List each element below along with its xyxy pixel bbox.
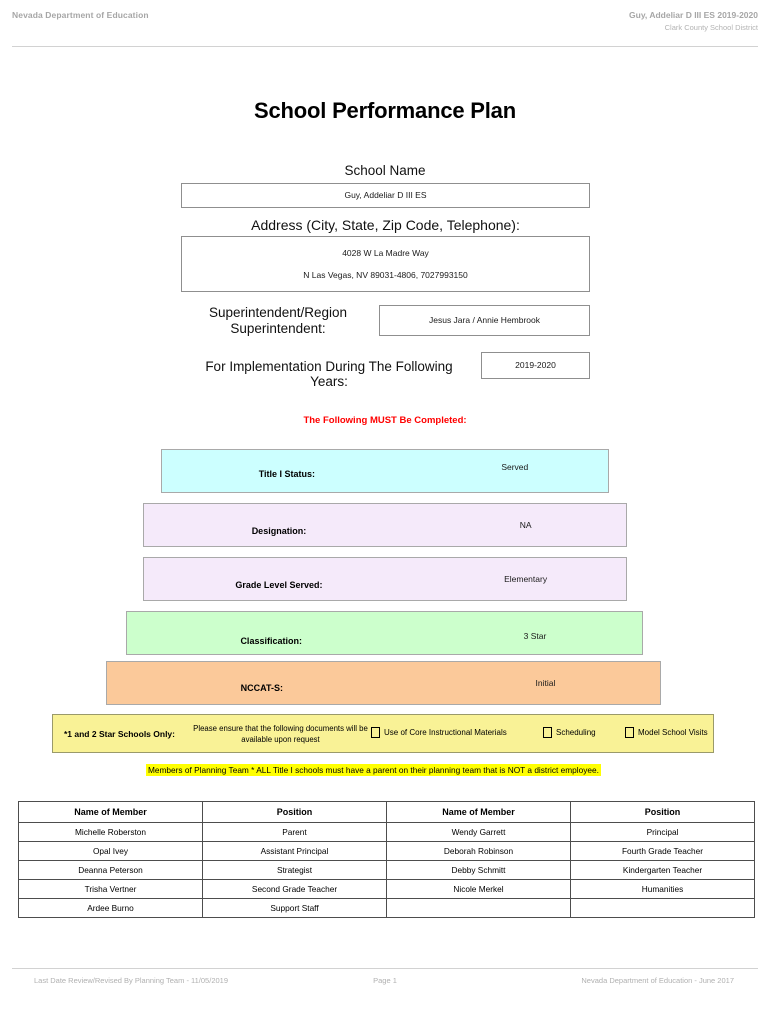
address-line-1: 4028 W La Madre Way <box>342 247 429 258</box>
status-bar-nccat-s[interactable]: NCCAT-S: Initial <box>106 661 661 705</box>
header-district-name: Clark County School District <box>664 23 758 32</box>
status-bar-designation-label: Designation: <box>251 526 307 536</box>
column-header-name-2: Name of Member <box>386 801 571 823</box>
page-title: School Performance Plan <box>254 98 516 123</box>
checkbox-scheduling[interactable]: Scheduling <box>543 727 596 738</box>
status-bar-classification-label: Classification: <box>240 636 302 646</box>
cell-name[interactable]: Trisha Vertner <box>18 879 203 899</box>
superintendent-label: Superintendent/Region Superintendent: <box>208 305 348 336</box>
footer-divider <box>12 968 758 969</box>
header-divider <box>12 46 758 47</box>
required-completion-notice: The Following MUST Be Completed: <box>303 415 467 426</box>
cell-name[interactable]: Nicole Merkel <box>386 879 571 899</box>
status-bar-designation-value: NA <box>519 520 532 530</box>
status-bar-grade-level[interactable]: Grade Level Served: Elementary <box>143 557 627 601</box>
address-field[interactable]: 4028 W La Madre Way N Las Vegas, NV 8903… <box>181 236 590 292</box>
school-name-value: Guy, Addeliar D III ES <box>344 190 427 201</box>
checkbox-scheduling-label: Scheduling <box>556 728 596 737</box>
table-body: Michelle Roberston Parent Wendy Garrett … <box>18 822 755 918</box>
column-header-position-1: Position <box>202 801 387 823</box>
status-bar-nccat-s-value: Initial <box>535 678 556 688</box>
implementation-years-value: 2019-2020 <box>515 360 556 371</box>
cell-name[interactable] <box>386 898 571 918</box>
cell-name[interactable]: Debby Schmitt <box>386 860 571 880</box>
star-schools-note: Please ensure that the following documen… <box>193 724 368 745</box>
address-line-2: N Las Vegas, NV 89031-4806, 7027993150 <box>303 269 468 280</box>
cell-position[interactable]: Second Grade Teacher <box>202 879 387 899</box>
cell-position[interactable]: Fourth Grade Teacher <box>570 841 755 861</box>
checkbox-icon[interactable] <box>371 727 380 738</box>
footer-last-revised: Last Date Review/Revised By Planning Tea… <box>34 976 229 985</box>
table-row[interactable]: Deanna Peterson Strategist Debby Schmitt… <box>18 860 755 880</box>
column-header-name-1: Name of Member <box>18 801 203 823</box>
checkbox-icon[interactable] <box>625 727 634 738</box>
cell-position[interactable]: Humanities <box>570 879 755 899</box>
star-schools-label: *1 and 2 Star Schools Only: <box>63 729 175 739</box>
header-agency-name: Nevada Department of Education <box>12 10 149 20</box>
cell-position[interactable]: Parent <box>202 822 387 842</box>
checkbox-icon[interactable] <box>543 727 552 738</box>
table-row[interactable]: Trisha Vertner Second Grade Teacher Nico… <box>18 879 755 899</box>
implementation-years-label: For Implementation During The Following … <box>205 359 453 389</box>
school-name-label: School Name <box>344 163 426 178</box>
footer-source: Nevada Department of Education - June 20… <box>581 976 734 985</box>
status-bar-grade-level-value: Elementary <box>504 574 548 584</box>
cell-position[interactable]: Support Staff <box>202 898 387 918</box>
cell-name[interactable]: Deborah Robinson <box>386 841 571 861</box>
status-bar-grade-level-label: Grade Level Served: <box>235 580 323 590</box>
superintendent-value: Jesus Jara / Annie Hembrook <box>428 315 541 326</box>
implementation-years-field[interactable]: 2019-2020 <box>481 352 590 379</box>
status-bar-title-i[interactable]: Title I Status: Served <box>161 449 609 493</box>
planning-team-table: Name of Member Position Name of Member P… <box>18 801 755 918</box>
page-header: Nevada Department of Education Guy, Adde… <box>12 10 758 44</box>
cell-position[interactable]: Kindergarten Teacher <box>570 860 755 880</box>
cell-position[interactable]: Strategist <box>202 860 387 880</box>
cell-position[interactable]: Assistant Principal <box>202 841 387 861</box>
cell-name[interactable]: Ardee Burno <box>18 898 203 918</box>
status-bar-classification-value: 3 Star <box>523 631 547 641</box>
status-bar-nccat-s-label: NCCAT-S: <box>240 683 283 693</box>
planning-team-banner: Members of Planning Team * ALL Title I s… <box>146 764 601 776</box>
checkbox-model-school-visits[interactable]: Model School Visits <box>625 727 708 738</box>
address-label: Address (City, State, Zip Code, Telephon… <box>251 217 520 233</box>
checkbox-core-instructional-materials-label: Use of Core Instructional Materials <box>384 728 507 737</box>
table-row[interactable]: Michelle Roberston Parent Wendy Garrett … <box>18 822 755 842</box>
cell-name[interactable]: Deanna Peterson <box>18 860 203 880</box>
checkbox-core-instructional-materials[interactable]: Use of Core Instructional Materials <box>371 727 507 738</box>
status-bar-designation[interactable]: Designation: NA <box>143 503 627 547</box>
cell-name[interactable]: Michelle Roberston <box>18 822 203 842</box>
cell-position[interactable] <box>570 898 755 918</box>
table-row[interactable]: Opal Ivey Assistant Principal Deborah Ro… <box>18 841 755 861</box>
table-row[interactable]: Ardee Burno Support Staff <box>18 898 755 918</box>
cell-position[interactable]: Principal <box>570 822 755 842</box>
footer-page-number: Page 1 <box>373 976 397 985</box>
school-name-field[interactable]: Guy, Addeliar D III ES <box>181 183 590 208</box>
cell-name[interactable]: Opal Ivey <box>18 841 203 861</box>
status-bar-classification[interactable]: Classification: 3 Star <box>126 611 643 655</box>
star-schools-row: *1 and 2 Star Schools Only: Please ensur… <box>52 714 714 753</box>
column-header-position-2: Position <box>570 801 755 823</box>
table-header-row: Name of Member Position Name of Member P… <box>18 801 755 823</box>
cell-name[interactable]: Wendy Garrett <box>386 822 571 842</box>
status-bar-title-i-label: Title I Status: <box>258 469 316 479</box>
superintendent-field[interactable]: Jesus Jara / Annie Hembrook <box>379 305 590 336</box>
status-bar-title-i-value: Served <box>501 462 529 472</box>
header-school-year: Guy, Addeliar D III ES 2019-2020 <box>629 10 758 20</box>
checkbox-model-school-visits-label: Model School Visits <box>638 728 708 737</box>
